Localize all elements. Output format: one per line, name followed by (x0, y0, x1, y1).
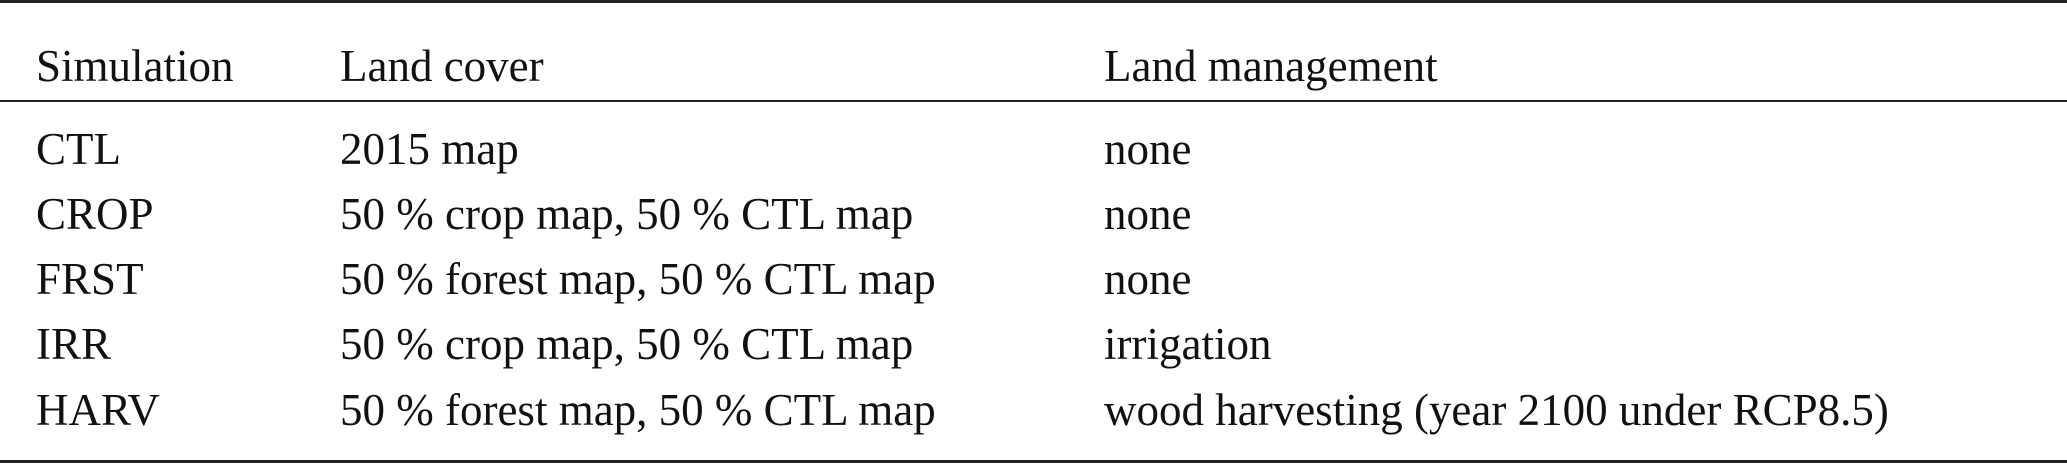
land-management: none (1104, 189, 1192, 239)
land-cover: 50 % forest map, 50 % CTL map (340, 254, 936, 304)
land-cover: 2015 map (340, 124, 519, 174)
simulation-name: CROP (36, 189, 154, 239)
land-cover: 50 % forest map, 50 % CTL map (340, 385, 936, 435)
land-management: none (1104, 124, 1192, 174)
land-management: wood harvesting (year 2100 under RCP8.5) (1104, 385, 1889, 435)
top-rule (0, 0, 2067, 3)
header-land-cover: Land cover (340, 41, 544, 91)
simulation-name: FRST (36, 254, 144, 304)
simulation-name: CTL (36, 124, 121, 174)
header-simulation: Simulation (36, 41, 234, 91)
header-rule (0, 100, 2067, 102)
land-management: irrigation (1104, 319, 1272, 369)
bottom-rule (0, 460, 2067, 463)
header-land-management: Land management (1104, 41, 1438, 91)
land-cover: 50 % crop map, 50 % CTL map (340, 189, 914, 239)
land-management: none (1104, 254, 1192, 304)
land-cover: 50 % crop map, 50 % CTL map (340, 319, 914, 369)
simulation-name: IRR (36, 319, 112, 369)
simulation-name: HARV (36, 385, 160, 435)
